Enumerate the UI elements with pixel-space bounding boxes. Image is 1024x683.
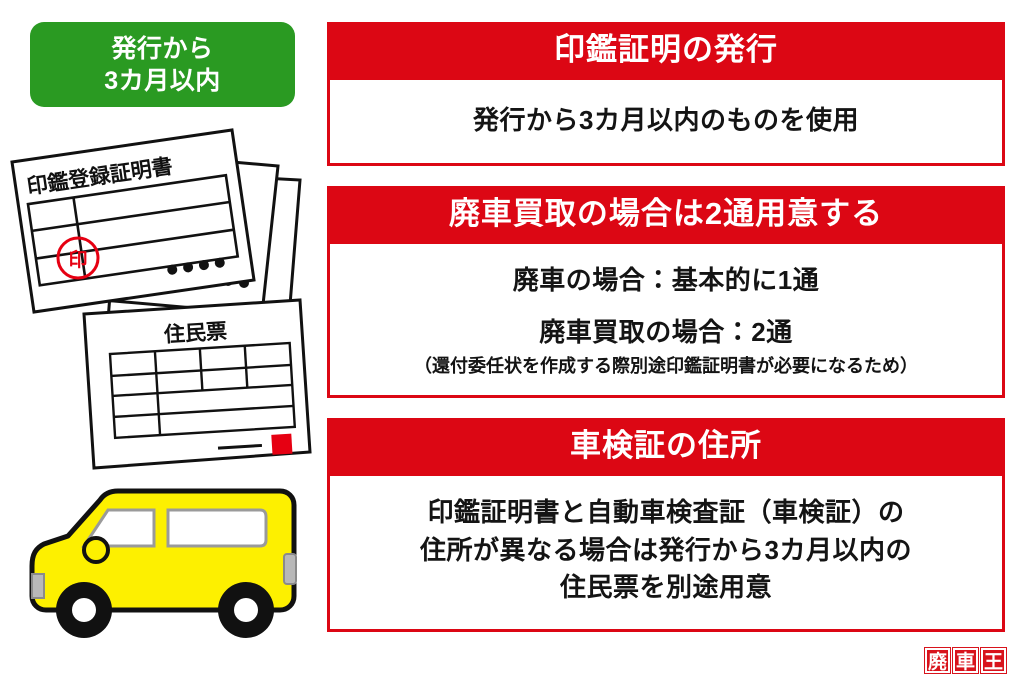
brand-logo-char-1: 廃	[925, 648, 950, 673]
validity-badge-line-1: 発行から	[111, 34, 214, 63]
validity-badge-line-2: 3カ月以内	[104, 66, 221, 95]
card-body-line: 発行から3カ月以内のものを使用	[473, 104, 859, 135]
inkan-certificate-sheet: 印鑑登録証明書 印	[10, 128, 256, 314]
brand-logo: 廃 車 王	[925, 648, 1006, 673]
info-card-list: 印鑑証明の発行 発行から3カ月以内のものを使用 廃車買取の場合は2通用意する 廃…	[327, 22, 1005, 652]
juminhyo-title: 住民票	[162, 319, 227, 347]
card-body-inkan-issue: 発行から3カ月以内のものを使用	[327, 79, 1005, 167]
info-card-scrap-purchase: 廃車買取の場合は2通用意する 廃車の場合：基本的に1通 廃車買取の場合：2通 （…	[327, 186, 1005, 399]
card-header-inkan-issue: 印鑑証明の発行	[327, 22, 1005, 80]
yellow-car-illustration	[29, 488, 297, 638]
juminhyo-certificate-sheet: 住民票	[82, 298, 312, 470]
card-body-note: （還付委任状を作成する際別途印鑑証明書が必要になるため）	[414, 356, 918, 377]
validity-badge: 発行から 3カ月以内	[30, 22, 295, 107]
card-body-line: 廃車買取の場合：2通	[539, 316, 793, 347]
document-stack-illustration: 印鑑登録証明書 印 住民票	[10, 128, 312, 470]
svg-text:印: 印	[68, 248, 87, 271]
info-card-inkan-issue: 印鑑証明の発行 発行から3カ月以内のものを使用	[327, 22, 1005, 167]
car-body	[29, 488, 297, 613]
card-body-line: 印鑑証明書と自動車検査証（車検証）の	[427, 497, 905, 528]
car-wheel-rear	[218, 582, 274, 638]
card-header-scrap-purchase: 廃車買取の場合は2通用意する	[327, 186, 1005, 244]
card-header-shaken-address: 車検証の住所	[327, 418, 1005, 477]
brand-logo-char-2: 車	[953, 648, 978, 673]
inkan-stamp-icon: 印	[56, 236, 100, 280]
car-wheel-front	[56, 582, 112, 638]
juminhyo-stamp-icon	[271, 433, 293, 455]
brand-logo-char-3: 王	[981, 648, 1006, 673]
card-body-line: 廃車の場合：基本的に1通	[512, 264, 820, 295]
card-body-shaken-address: 印鑑証明書と自動車検査証（車検証）の 住所が異なる場合は発行から3カ月以内の 住…	[327, 476, 1005, 633]
illustration-column: 発行から 3カ月以内 印鑑登録証明書	[0, 0, 318, 683]
card-body-line: 住民票を別途用意	[559, 572, 772, 603]
card-body-scrap-purchase: 廃車の場合：基本的に1通 廃車買取の場合：2通 （還付委任状を作成する際別途印鑑…	[327, 243, 1005, 399]
info-card-shaken-address: 車検証の住所 印鑑証明書と自動車検査証（車検証）の 住所が異なる場合は発行から3…	[327, 418, 1005, 633]
card-body-line: 住所が異なる場合は発行から3カ月以内の	[420, 534, 912, 565]
